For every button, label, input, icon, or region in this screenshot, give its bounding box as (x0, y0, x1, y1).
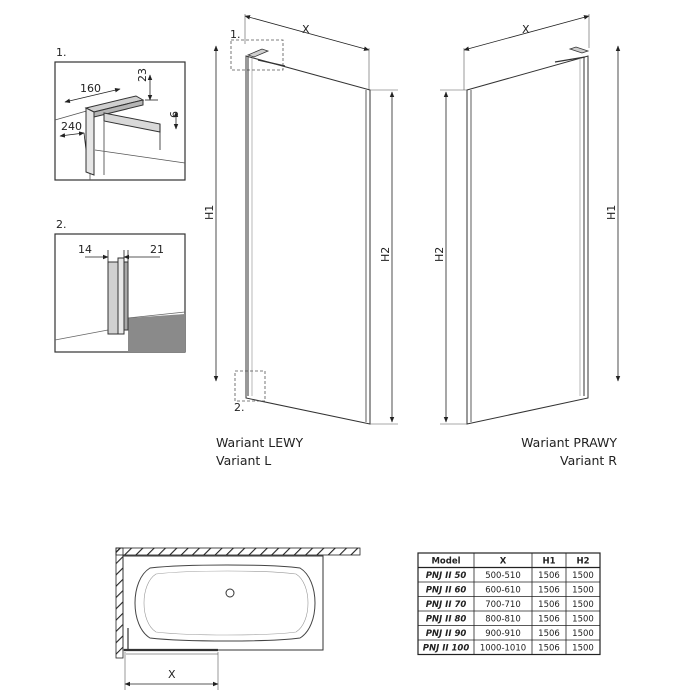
drain-icon (225, 588, 235, 598)
table-cell: 1506 (538, 585, 560, 595)
table-cell: PNJ II 70 (426, 600, 467, 610)
right-h2-label: H2 (433, 247, 446, 262)
table-cell: 500-510 (485, 571, 521, 581)
table-header-cell: H2 (576, 556, 589, 566)
detail-2-marker: 2. (56, 218, 67, 231)
table-cell: 1000-1010 (480, 643, 526, 653)
left-view: X 1. H1 H2 2. Wariant LEWY Variant L (203, 14, 398, 468)
table-cell: 1506 (538, 571, 560, 581)
table-header-cell: X (500, 556, 507, 566)
right-glass-panel (466, 55, 589, 425)
table-cell: 1500 (572, 643, 594, 653)
table-cell: 1500 (572, 600, 594, 610)
dim-160: 160 (80, 82, 101, 95)
table-cell: 700-710 (485, 600, 521, 610)
left-marker-2: 2. (234, 401, 245, 414)
plan-x-label: X (168, 668, 176, 681)
table-cell: PNJ II 90 (426, 629, 467, 639)
right-view: X H2 H1 Wariant PRAWY Variant R (433, 14, 621, 468)
dim-23: 23 (136, 68, 149, 82)
wall-left (115, 547, 124, 659)
right-caption-en: Variant R (560, 453, 617, 468)
dim-14: 14 (78, 243, 92, 256)
bathtub-basin (134, 564, 316, 642)
left-caption-en: Variant L (216, 453, 271, 468)
table-header-cell: Model (431, 556, 460, 566)
detail-1: 1. 160 23 6 240 (54, 46, 186, 181)
table-cell: 1506 (538, 600, 560, 610)
left-detail-1-box (230, 39, 284, 71)
left-h2-label: H2 (379, 247, 392, 262)
bathtub-rim (122, 555, 324, 651)
table-cell: 1500 (572, 571, 594, 581)
table-cell: 1500 (572, 585, 594, 595)
left-h1-label: H1 (203, 205, 216, 220)
table-cell: 600-610 (485, 585, 521, 595)
table-cell: 1506 (538, 629, 560, 639)
dim-240: 240 (61, 120, 82, 133)
wall-bracket (84, 95, 161, 176)
left-detail-2-box (234, 370, 266, 402)
detail-1-marker: 1. (56, 46, 67, 59)
left-marker-1: 1. (230, 28, 241, 41)
left-glass-panel (245, 55, 371, 425)
wall-top (115, 547, 361, 556)
dim-6: 6 (168, 111, 181, 118)
table-cell: 1506 (538, 643, 560, 653)
table-cell: PNJ II 80 (426, 614, 467, 624)
table-cell: PNJ II 100 (423, 643, 470, 653)
table-cell: 1500 (572, 629, 594, 639)
table-cell: 900-910 (485, 629, 521, 639)
right-x-label: X (522, 23, 530, 36)
table-border (417, 552, 601, 656)
left-x-label: X (302, 23, 310, 36)
table-cell: PNJ II 60 (426, 585, 467, 595)
table-cell: 1500 (572, 614, 594, 624)
table-cell: 1506 (538, 614, 560, 624)
left-caption-pl: Wariant LEWY (216, 435, 304, 450)
right-h1-label: H1 (605, 205, 618, 220)
floor-surface (128, 314, 185, 352)
plan-view: X (115, 547, 361, 690)
table-header-cell: H1 (542, 556, 555, 566)
dim-21: 21 (150, 243, 164, 256)
right-caption-pl: Wariant PRAWY (521, 435, 617, 450)
table-cell: PNJ II 50 (426, 571, 467, 581)
detail-2: 2. 14 21 (54, 218, 186, 353)
table-cell: 800-810 (485, 614, 521, 624)
bottom-profile (107, 257, 129, 335)
